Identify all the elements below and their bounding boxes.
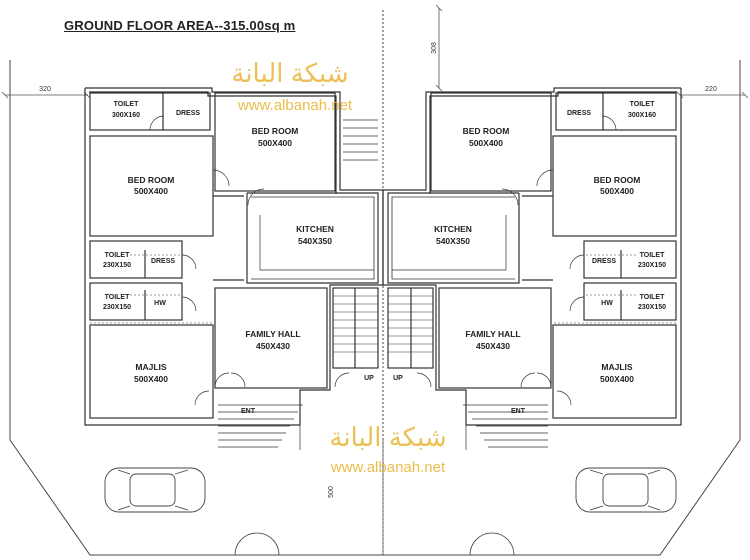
left-unit (84, 87, 384, 450)
right-unit (382, 87, 682, 450)
watermark-url: www.albanah.net (237, 97, 353, 114)
label-family-hall-size: 450X430 (476, 341, 510, 351)
label-majlis: MAJLIS (601, 362, 633, 372)
watermark-arabic: شبكة البانة (231, 58, 348, 88)
label-bedroom-size: 500X400 (134, 186, 168, 196)
label-hw: HW (154, 300, 166, 307)
dimension-right: 220 (705, 86, 717, 93)
label-ent: ENT (511, 408, 526, 415)
label-bedroom-size: 500X400 (469, 138, 503, 148)
label-up: UP (364, 375, 374, 382)
label-family-hall: FAMILY HALL (465, 329, 520, 339)
label-up: UP (393, 375, 403, 382)
label-toilet-size: 230X150 (638, 262, 666, 269)
watermark-arabic: شبكة البانة (329, 422, 446, 452)
label-toilet: TOILET (640, 294, 665, 301)
watermark-top: شبكة البانة www.albanah.net (231, 58, 353, 114)
plan-title: GROUND FLOOR AREA--315.00sq m (64, 18, 296, 33)
dimension-left: 320 (39, 86, 51, 93)
label-bedroom: BED ROOM (463, 126, 510, 136)
label-bedroom: BED ROOM (594, 175, 641, 185)
watermark-bottom: شبكة البانة www.albanah.net (329, 422, 446, 476)
label-dress: DRESS (176, 110, 200, 117)
label-bedroom-size: 500X400 (600, 186, 634, 196)
gates (234, 532, 515, 556)
dimension-bottom: 500 (328, 486, 335, 498)
car-left (104, 467, 206, 513)
label-family-hall: FAMILY HALL (245, 329, 300, 339)
label-toilet-size: 230X150 (103, 304, 131, 311)
label-family-hall-size: 450X430 (256, 341, 290, 351)
label-toilet: TOILET (114, 101, 139, 108)
label-dress: DRESS (151, 258, 175, 265)
label-kitchen: KITCHEN (296, 224, 334, 234)
label-toilet: TOILET (105, 252, 130, 259)
label-majlis-size: 500X400 (600, 374, 634, 384)
label-toilet-size: 230X150 (103, 262, 131, 269)
label-majlis-size: 500X400 (134, 374, 168, 384)
label-toilet-size: 230X150 (638, 304, 666, 311)
watermark-url: www.albanah.net (330, 459, 446, 476)
label-toilet: TOILET (105, 294, 130, 301)
label-toilet-size: 300X160 (628, 112, 656, 119)
dimension-lines (1, 4, 749, 555)
label-kitchen: KITCHEN (434, 224, 472, 234)
label-ent: ENT (241, 408, 256, 415)
label-majlis: MAJLIS (135, 362, 167, 372)
label-toilet-size: 300X160 (112, 112, 140, 119)
label-hw: HW (601, 300, 613, 307)
label-bedroom: BED ROOM (252, 126, 299, 136)
label-dress: DRESS (567, 110, 591, 117)
label-bedroom-size: 500X400 (258, 138, 292, 148)
label-toilet: TOILET (630, 101, 655, 108)
label-kitchen-size: 540X350 (436, 236, 470, 246)
label-kitchen-size: 540X350 (298, 236, 332, 246)
dimension-top: 308 (431, 42, 438, 54)
car-right (575, 467, 677, 513)
label-dress: DRESS (592, 258, 616, 265)
label-toilet: TOILET (640, 252, 665, 259)
label-bedroom: BED ROOM (128, 175, 175, 185)
